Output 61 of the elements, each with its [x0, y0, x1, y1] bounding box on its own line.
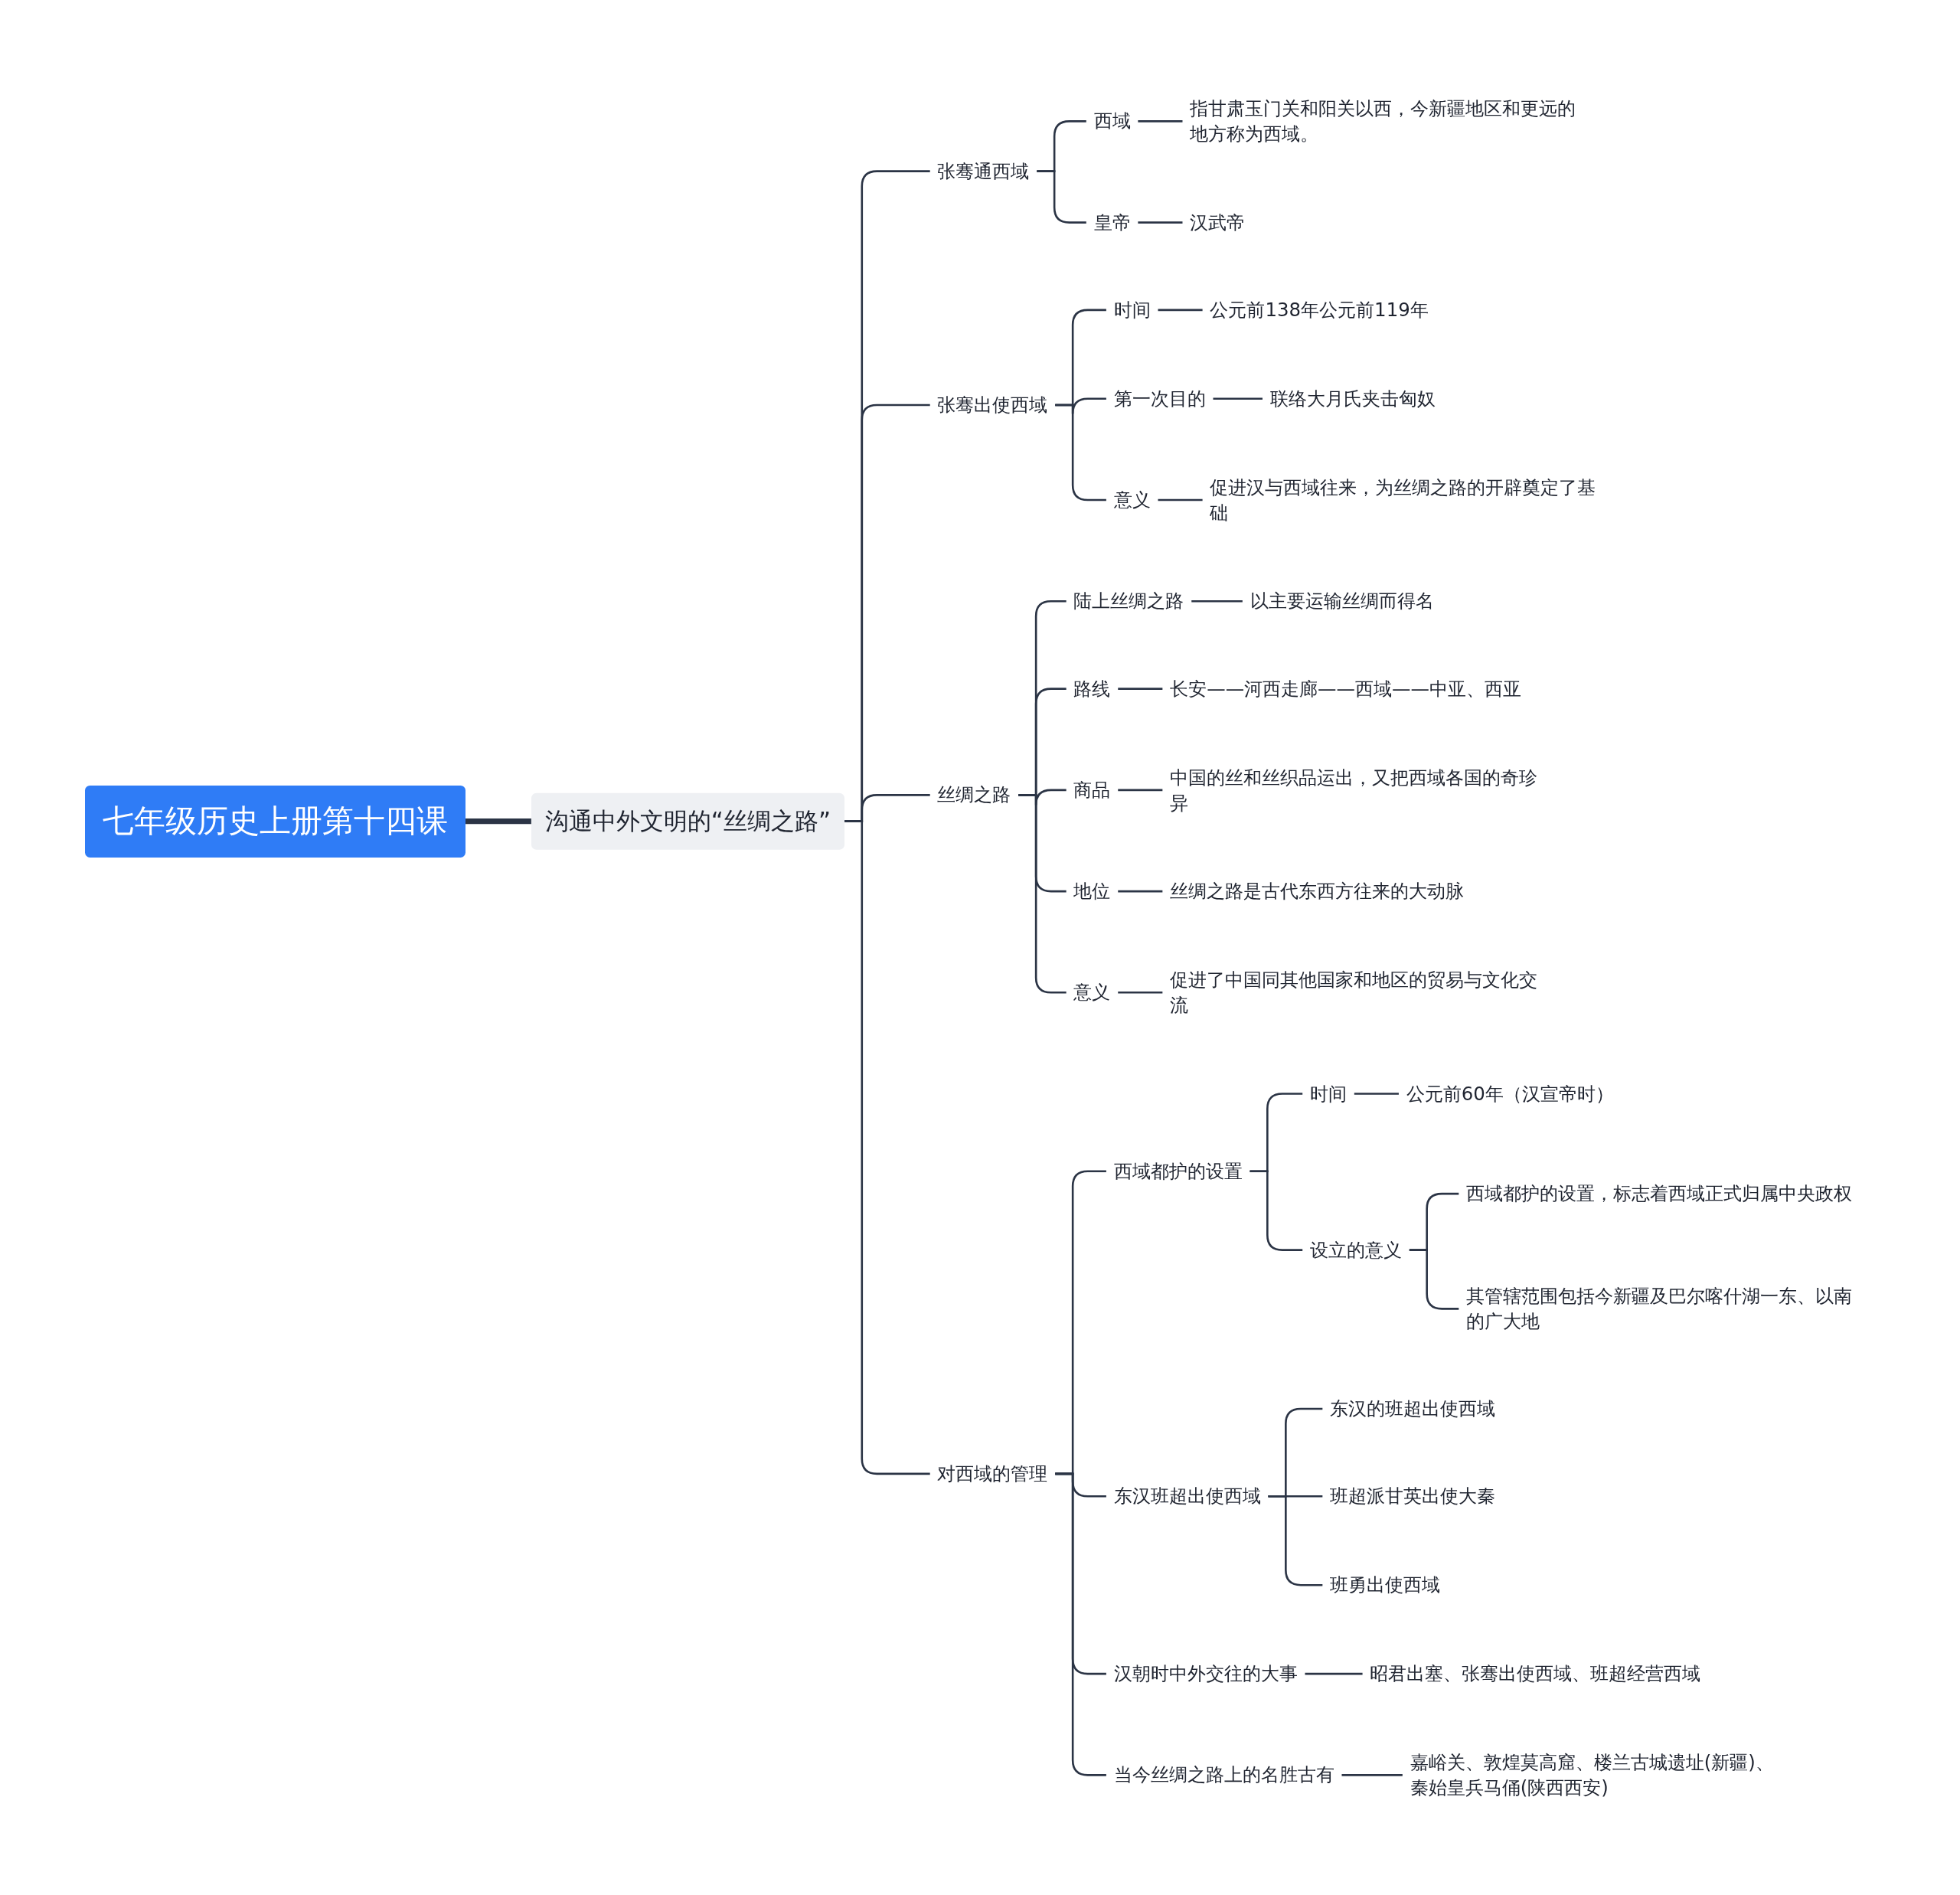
branch-label: 商品 [1073, 777, 1111, 803]
branch-label: 陆上丝绸之路 [1073, 588, 1184, 614]
leaf-text: 班勇出使西域 [1330, 1572, 1441, 1598]
branch-label: 时间 [1113, 297, 1151, 323]
connector-line [465, 818, 531, 825]
leaf-text: 公元前60年（汉宣帝时） [1406, 1081, 1614, 1107]
leaf-text: 其管辖范围包括今新疆及巴尔喀什湖一东、以南的广大地 [1466, 1283, 1854, 1335]
leaf-text: 以主要运输丝绸而得名 [1250, 588, 1434, 614]
leaf-text: 西域都护的设置，标志着西域正式归属中央政权 [1466, 1181, 1854, 1207]
branch-label: 路线 [1073, 676, 1111, 702]
branch-label: 意义 [1073, 979, 1111, 1005]
leaf-text: 指甘肃玉门关和阳关以西，今新疆地区和更远的地方称为西域。 [1190, 96, 1578, 147]
connector-line [1158, 309, 1203, 312]
branch-label: 张骞通西域 [937, 158, 1030, 185]
leaf-text: 东汉的班超出使西域 [1330, 1396, 1496, 1422]
connector-line [1191, 600, 1243, 603]
branch-label: 当今丝绸之路上的名胜古有 [1113, 1762, 1334, 1788]
leaf-text: 中国的丝和丝织品运出，又把西域各国的奇珍异 [1170, 764, 1552, 815]
branch-label: 丝绸之路 [937, 782, 1011, 808]
leaf-text: 长安——河西走廊——西域——中亚、西亚 [1170, 676, 1521, 702]
branch-label: 西域都护的设置 [1113, 1158, 1243, 1184]
leaf-text: 汉武帝 [1190, 210, 1246, 236]
leaf-text: 嘉峪关、敦煌莫高窟、楼兰古城遗址(新疆)、秦始皇兵马俑(陕西西安) [1410, 1750, 1785, 1801]
branch-label: 皇帝 [1093, 210, 1131, 236]
connector-line [1055, 1472, 1106, 1776]
connector-line [1118, 688, 1163, 690]
leaf-text: 班超派甘英出使大秦 [1330, 1483, 1496, 1509]
topic-box: 沟通中外文明的“丝绸之路” [531, 792, 844, 850]
connector-line [1138, 120, 1183, 123]
leaf-text: 促进汉与西域往来，为丝绸之路的开辟奠定了基础 [1210, 475, 1604, 526]
connector-line [1341, 1774, 1403, 1776]
leaf-text: 联络大月氏夹击匈奴 [1269, 386, 1436, 412]
connector-line [1138, 221, 1183, 224]
connector-line [1250, 1170, 1303, 1251]
branch-label: 设立的意义 [1310, 1237, 1402, 1263]
connector-line [1213, 397, 1263, 400]
branch-label: 对西域的管理 [937, 1461, 1048, 1487]
leaf-text: 促进了中国同其他国家和地区的贸易与文化交流 [1170, 967, 1552, 1018]
branch-label: 汉朝时中外交往的大事 [1113, 1661, 1298, 1687]
connector-line [1118, 890, 1163, 893]
connector-line [1305, 1672, 1363, 1675]
branch-label: 东汉班超出使西域 [1113, 1483, 1261, 1509]
connector-line [1354, 1093, 1399, 1095]
connector-line [1118, 789, 1163, 792]
leaf-text: 昭君出塞、张骞出使西域、班超经营西域 [1370, 1661, 1701, 1687]
branch-label: 第一次目的 [1113, 386, 1206, 412]
branch-label: 时间 [1310, 1081, 1347, 1107]
branch-label: 西域 [1093, 108, 1131, 134]
connector-line [1268, 1495, 1323, 1586]
connector-line [1055, 404, 1106, 502]
connector-line [1158, 498, 1203, 502]
connector-line [1018, 794, 1067, 994]
branch-label: 意义 [1113, 487, 1151, 513]
branch-label: 张骞出使西域 [937, 392, 1048, 418]
connector-line [1118, 992, 1163, 994]
leaf-text: 丝绸之路是古代东西方往来的大动脉 [1170, 878, 1465, 904]
root-topic-box: 七年级历史上册第十四课 [85, 785, 466, 858]
connector-line [1037, 170, 1086, 224]
connector-line [1409, 1249, 1459, 1310]
leaf-text: 公元前138年公元前119年 [1210, 297, 1429, 323]
branch-label: 地位 [1073, 878, 1111, 904]
